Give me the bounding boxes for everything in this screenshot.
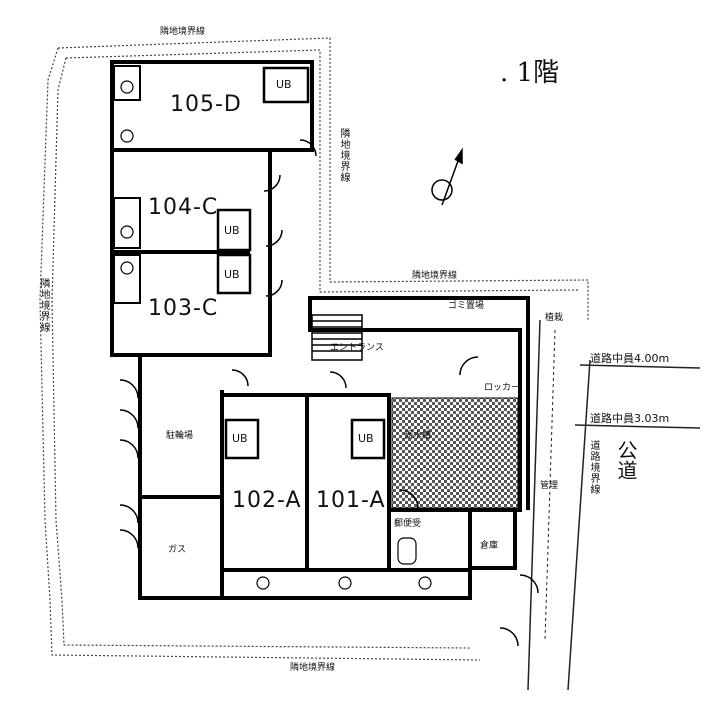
- road-width-2: 道路中員3.03m: [590, 412, 670, 425]
- unit-105-label: 105-D: [170, 92, 242, 117]
- unit-101-label: 101-A: [316, 488, 386, 513]
- unit-103-label: 103-C: [148, 296, 219, 321]
- kanri-label: 管理: [540, 481, 559, 491]
- stairs: [311, 314, 363, 361]
- mailbox-label: 郵便受: [394, 519, 422, 529]
- road-lines: [527, 319, 701, 691]
- boundary-top-label: 隣地境界線: [160, 27, 206, 37]
- boundary-bottom-label: 隣地境界線: [290, 663, 336, 673]
- ub-104: UB: [224, 224, 240, 237]
- boundary-right-lower-label: 道路境界線: [588, 440, 599, 495]
- ub-103: UB: [224, 268, 240, 281]
- boundary-right-upper-label: 隣地境界線: [338, 128, 349, 183]
- ub-105: UB: [276, 78, 292, 91]
- bathrooms: [216, 66, 386, 460]
- door-swings: [119, 139, 539, 647]
- ub-101: UB: [358, 432, 374, 445]
- tiled-area: [391, 397, 519, 509]
- public-road-label: 公道: [614, 440, 638, 480]
- ub-102: UB: [232, 432, 248, 445]
- plant-label: 植栽: [545, 313, 564, 323]
- trash-label: ゴミ置場: [448, 301, 485, 311]
- unit-104-label: 104-C: [148, 195, 219, 220]
- gas-room-label: ガス: [168, 545, 187, 555]
- closets: [113, 65, 141, 304]
- building-walls: [110, 60, 530, 600]
- floor-label: . 1階: [500, 58, 560, 88]
- locker-label: ロッカー: [484, 383, 521, 393]
- road-width-1: 道路中員4.00m: [590, 352, 670, 365]
- unit-102-label: 102-A: [232, 488, 302, 513]
- water-tank-label: 受水槽: [404, 431, 432, 441]
- boundary-left-label: 隣地境界線: [38, 278, 49, 333]
- lot-boundary: [39, 37, 589, 661]
- north-arrow: [431, 147, 463, 206]
- boundary-mid-label: 隣地境界線: [412, 271, 458, 281]
- bike-parking-label: 駐輪場: [166, 431, 194, 441]
- entrance-label: エントランス: [330, 343, 384, 353]
- storage-label: 倉庫: [480, 541, 499, 551]
- fixtures: [120, 80, 432, 590]
